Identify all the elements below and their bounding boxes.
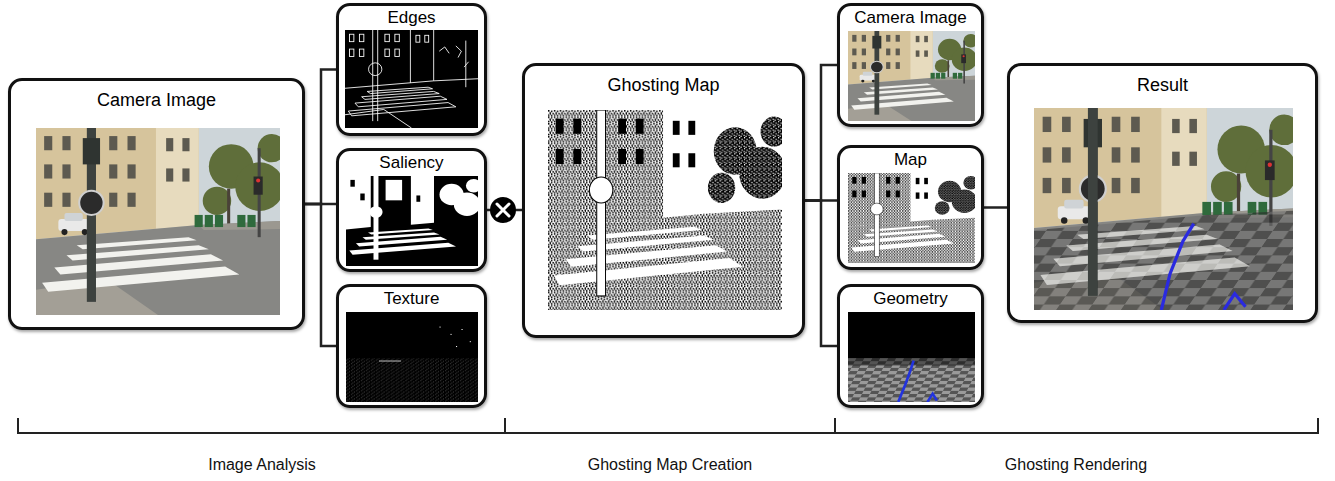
panel-title: Map [894,150,927,170]
stage-label: Image Analysis [208,455,316,474]
result-overlay [1034,108,1293,310]
panel-box: Result [1007,63,1318,323]
connector-line [305,204,336,346]
panel-box: Camera Image [837,3,984,127]
panel-box: Map [837,145,984,270]
geometry-image [848,312,975,402]
camera-photo-small [848,31,978,121]
stage-label: Ghosting Map Creation [588,455,753,474]
panel-title: Saliency [379,153,443,173]
connector-line [805,65,837,201]
panel-title: Camera Image [97,90,216,111]
result-photo [1034,108,1299,310]
panel-title: Texture [384,289,440,309]
panel-box: Geometry [837,284,984,408]
connector-line [984,206,1007,209]
panel-box: Texture [336,284,487,408]
panel-box: Camera Image [8,78,305,330]
panel-title: Camera Image [854,8,966,28]
connector-line [305,70,336,205]
panel-box: Saliency [336,148,487,272]
camera-photo [36,128,286,315]
stage-bracket [18,418,1318,433]
panel-title: Geometry [873,289,948,309]
panel-title: Edges [387,8,435,28]
edges-image [345,30,478,128]
connector-line [805,201,837,347]
texture-image [346,312,478,402]
panel-title: Result [1137,75,1188,96]
map-image [848,173,978,263]
stage-label: Ghosting Rendering [1005,455,1147,474]
ghosting-map-image [548,110,788,310]
panel-title: Ghosting Map [607,75,719,96]
saliency-image [346,176,481,266]
panel-box: Edges [336,3,487,136]
panel-box: Ghosting Map [522,63,805,338]
multiply-symbol [490,197,516,223]
